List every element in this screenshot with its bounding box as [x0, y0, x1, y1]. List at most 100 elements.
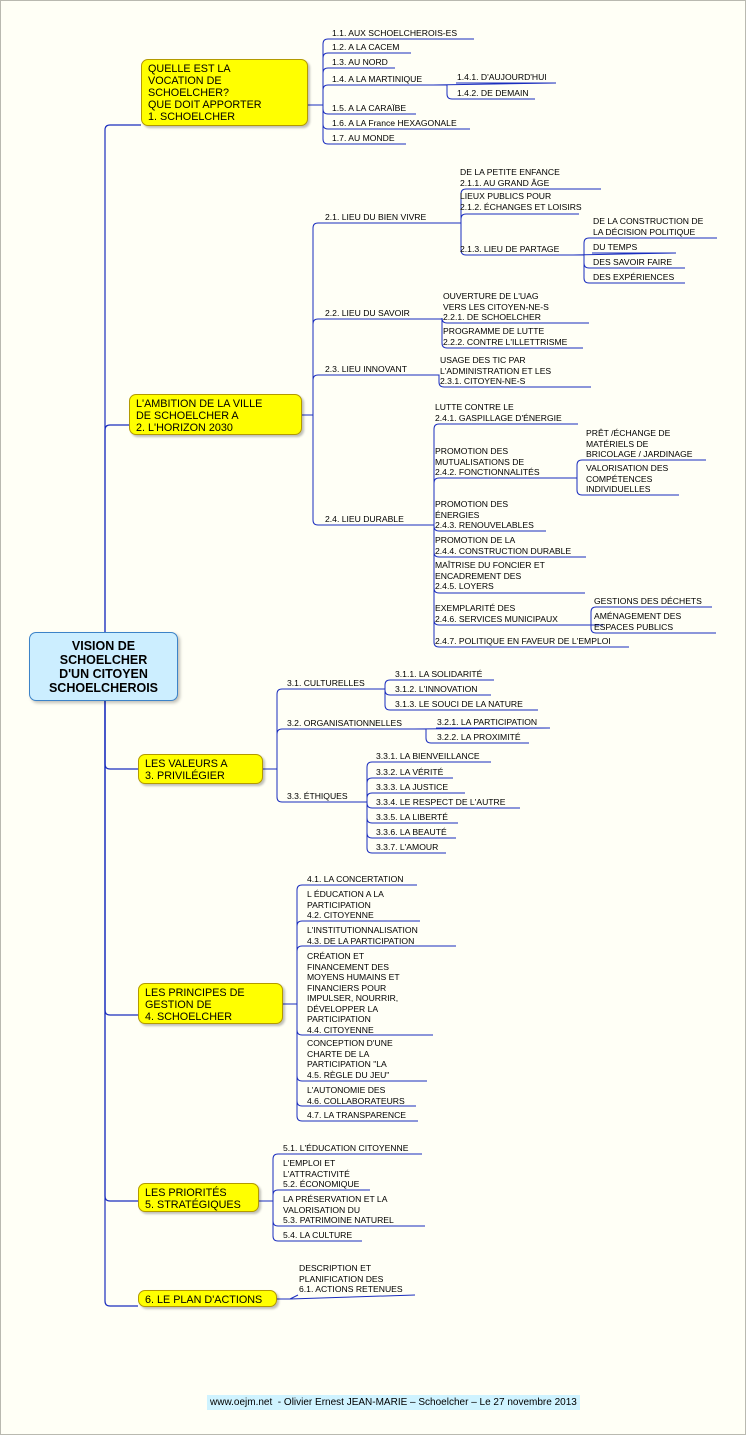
- node-2-4-4[interactable]: PROMOTION DE LA 2.4.4. CONSTRUCTION DURA…: [435, 535, 572, 556]
- node-4-6[interactable]: L'AUTONOMIE DES 4.6. COLLABORATEURS: [307, 1085, 405, 1106]
- connector-line: [289, 1294, 299, 1300]
- node-2-3[interactable]: 2.3. LIEU INNOVANT: [325, 364, 407, 374]
- node-3-3-6[interactable]: 3.3.6. LA BEAUTÉ: [376, 827, 447, 837]
- node-3-1-1[interactable]: 3.1.1. LA SOLIDARITÉ: [395, 669, 483, 679]
- connector-line: [308, 38, 474, 106]
- connector-line: [104, 632, 138, 1202]
- node-2-1-3-temps[interactable]: DU TEMPS: [593, 242, 638, 252]
- connector-line: [433, 84, 535, 100]
- node-2-1-3-experiences[interactable]: DES EXPÉRIENCES: [593, 272, 675, 282]
- node-2-3-1[interactable]: USAGE DES TIC PAR L'ADMINISTRATION ET LE…: [440, 355, 552, 386]
- node-4-4[interactable]: CRÉATION ET FINANCEMENT DES MOYENS HUMAI…: [307, 951, 400, 1035]
- node-3-1-3[interactable]: 3.1.3. LE SOUCI DE LA NATURE: [395, 699, 523, 709]
- node-1-7[interactable]: 1.7. AU MONDE: [332, 133, 395, 143]
- node-3-3[interactable]: 3.3. ÉTHIQUES: [287, 791, 348, 801]
- connector-line: [283, 884, 417, 1005]
- branch-4-principes[interactable]: LES PRINCIPES DE GESTION DE 4. SCHOELCHE…: [138, 983, 283, 1024]
- connector-line: [302, 318, 433, 416]
- connector-line: [414, 728, 529, 744]
- node-3-2-1[interactable]: 3.2.1. LA PARTICIPATION: [437, 717, 538, 727]
- connector-line: [365, 761, 491, 803]
- node-3-2-2[interactable]: 3.2.2. LA PROXIMITÉ: [437, 732, 521, 742]
- node-2-2[interactable]: 2.2. LIEU DU SAVOIR: [325, 308, 410, 318]
- branch-2-ambition[interactable]: L'AMBITION DE LA VILLE DE SCHOELCHER A 2…: [129, 394, 302, 435]
- node-2-4-1[interactable]: LUTTE CONTRE LE 2.4.1. GASPILLAGE D'ÉNER…: [435, 402, 562, 423]
- node-2-1[interactable]: 2.1. LIEU DU BIEN VIVRE: [325, 212, 427, 222]
- node-1-5[interactable]: 1.5. A LA CARAÏBE: [332, 103, 407, 113]
- connector-line: [365, 792, 465, 803]
- node-3-1-2[interactable]: 3.1.2. L'INNOVATION: [395, 684, 478, 694]
- node-5-4[interactable]: 5.4. LA CULTURE: [283, 1230, 353, 1240]
- node-2-1-3-politique[interactable]: DE LA CONSTRUCTION DE LA DÉCISION POLITI…: [593, 216, 704, 237]
- node-1-6[interactable]: 1.6. A LA France HEXAGONALE: [332, 118, 457, 128]
- node-5-2[interactable]: L'EMPLOI ET L'ATTRACTIVITÉ 5.2. ÉCONOMIQ…: [283, 1158, 360, 1189]
- connector-line: [308, 104, 406, 145]
- node-1-2[interactable]: 1.2. A LA CACEM: [332, 42, 400, 52]
- connector-line: [590, 624, 716, 634]
- connector-line: [104, 632, 138, 1307]
- connector-line: [104, 424, 129, 632]
- node-4-1[interactable]: 4.1. LA CONCERTATION: [307, 874, 404, 884]
- node-4-7[interactable]: 4.7. LA TRANSPARENCE: [307, 1110, 407, 1120]
- connector-line: [562, 477, 679, 496]
- node-4-3[interactable]: L'INSTITUTIONNALISATION 4.3. DE LA PARTI…: [307, 925, 418, 946]
- node-1-4-1[interactable]: 1.4.1. D'AUJOURD'HUI: [457, 72, 547, 82]
- connector-line: [562, 459, 706, 479]
- node-3-3-5[interactable]: 3.3.5. LA LIBERTÉ: [376, 812, 448, 822]
- connector-line: [451, 213, 579, 224]
- node-2-2-1[interactable]: OUVERTURE DE L'UAG VERS LES CITOYEN-NE-S…: [443, 291, 549, 322]
- branch-3-valeurs[interactable]: LES VALEURS A 3. PRIVILÉGIER: [138, 754, 263, 784]
- node-3-3-2[interactable]: 3.3.2. LA VÉRITÉ: [376, 767, 444, 777]
- node-1-4[interactable]: 1.4. A LA MARTINIQUE: [332, 74, 423, 84]
- node-2-4[interactable]: 2.4. LIEU DURABLE: [325, 514, 404, 524]
- root-node[interactable]: VISION DE SCHOELCHER D'UN CITOYEN SCHOEL…: [29, 632, 178, 701]
- node-2-4-6-amenagement[interactable]: AMÉNAGEMENT DES ESPACES PUBLICS: [594, 611, 682, 632]
- connector-line: [259, 1189, 370, 1202]
- node-2-1-1[interactable]: DE LA PETITE ENFANCE 2.1.1. AU GRAND ÂGE: [460, 167, 560, 188]
- node-2-1-3[interactable]: 2.1.3. LIEU DE PARTAGE: [460, 244, 560, 254]
- connector-line: [373, 688, 538, 711]
- connector-line: [302, 374, 425, 416]
- connector-line: [302, 222, 451, 416]
- connector-line: [433, 317, 589, 324]
- node-2-4-6[interactable]: EXEMPLARITÉ DES 2.4.6. SERVICES MUNICIPA…: [435, 603, 558, 624]
- branch-1-vocation[interactable]: QUELLE EST LA VOCATION DE SCHOELCHER? QU…: [141, 59, 308, 126]
- node-2-1-2[interactable]: LIEUX PUBLICS POUR 2.1.2. ÉCHANGES ET LO…: [460, 191, 582, 212]
- node-1-3[interactable]: 1.3. AU NORD: [332, 57, 388, 67]
- connector-line: [451, 188, 601, 224]
- node-3-3-3[interactable]: 3.3.3. LA JUSTICE: [376, 782, 449, 792]
- node-3-1[interactable]: 3.1. CULTURELLES: [287, 678, 365, 688]
- node-3-3-7[interactable]: 3.3.7. L'AMOUR: [376, 842, 439, 852]
- connector-line: [283, 1003, 418, 1122]
- connector-line: [302, 414, 429, 526]
- node-3-2[interactable]: 3.2. ORGANISATIONNELLES: [287, 718, 402, 728]
- node-6-1[interactable]: DESCRIPTION ET PLANIFICATION DES 6.1. AC…: [299, 1263, 403, 1294]
- footer-credit: www.oejm.net - Olivier Ernest JEAN-MARIE…: [207, 1395, 580, 1410]
- node-2-4-5[interactable]: MAÎTRISE DU FONCIER ET ENCADREMENT DES 2…: [435, 560, 545, 591]
- branch-5-priorites[interactable]: LES PRIORITÉS 5. STRATÉGIQUES: [138, 1183, 259, 1212]
- node-3-3-1[interactable]: 3.3.1. LA BIENVEILLANCE: [376, 751, 480, 761]
- node-2-4-6-dechets[interactable]: GESTIONS DES DÉCHETS: [594, 596, 702, 606]
- connector-line: [433, 318, 583, 349]
- node-2-4-2-valorisation[interactable]: VALORISATION DES COMPÉTENCES INDIVIDUELL…: [586, 463, 669, 494]
- connector-line: [429, 524, 629, 648]
- node-2-2-2[interactable]: PROGRAMME DE LUTTE 2.2.2. CONTRE L'ILLET…: [443, 326, 568, 347]
- node-3-3-4[interactable]: 3.3.4. LE RESPECT DE L'AUTRE: [376, 797, 506, 807]
- connector-line: [590, 606, 712, 626]
- node-1-1[interactable]: 1.1. AUX SCHOELCHEROIS-ES: [332, 28, 458, 38]
- node-4-2[interactable]: L ÉDUCATION A LA PARTICIPATION 4.2. CITO…: [307, 889, 384, 920]
- node-2-1-3-savoir-faire[interactable]: DES SAVOIR FAIRE: [593, 257, 673, 267]
- connector-line: [429, 477, 562, 526]
- node-2-4-2[interactable]: PROMOTION DES MUTUALISATIONS DE 2.4.2. F…: [435, 446, 540, 477]
- node-5-3[interactable]: LA PRÉSERVATION ET LA VALORISATION DU 5.…: [283, 1194, 394, 1225]
- connector-line: [263, 768, 365, 803]
- node-5-1[interactable]: 5.1. L'ÉDUCATION CITOYENNE: [283, 1143, 409, 1153]
- connector-line: [104, 124, 141, 632]
- node-1-4-2[interactable]: 1.4.2. DE DEMAIN: [457, 88, 529, 98]
- node-2-4-7[interactable]: 2.4.7. POLITIQUE EN FAVEUR DE L'EMPLOI: [435, 636, 611, 646]
- node-4-5[interactable]: CONCEPTION D'UNE CHARTE DE LA PARTICIPAT…: [307, 1038, 393, 1080]
- node-2-4-2-pret[interactable]: PRÊT /ÉCHANGE DE MATÉRIELS DE BRICOLAGE …: [586, 428, 693, 459]
- node-2-4-3[interactable]: PROMOTION DES ÉNERGIES 2.4.3. RENOUVELAB…: [435, 499, 534, 530]
- branch-6-plan-actions[interactable]: 6. LE PLAN D'ACTIONS: [138, 1290, 277, 1307]
- connector-line: [263, 688, 373, 770]
